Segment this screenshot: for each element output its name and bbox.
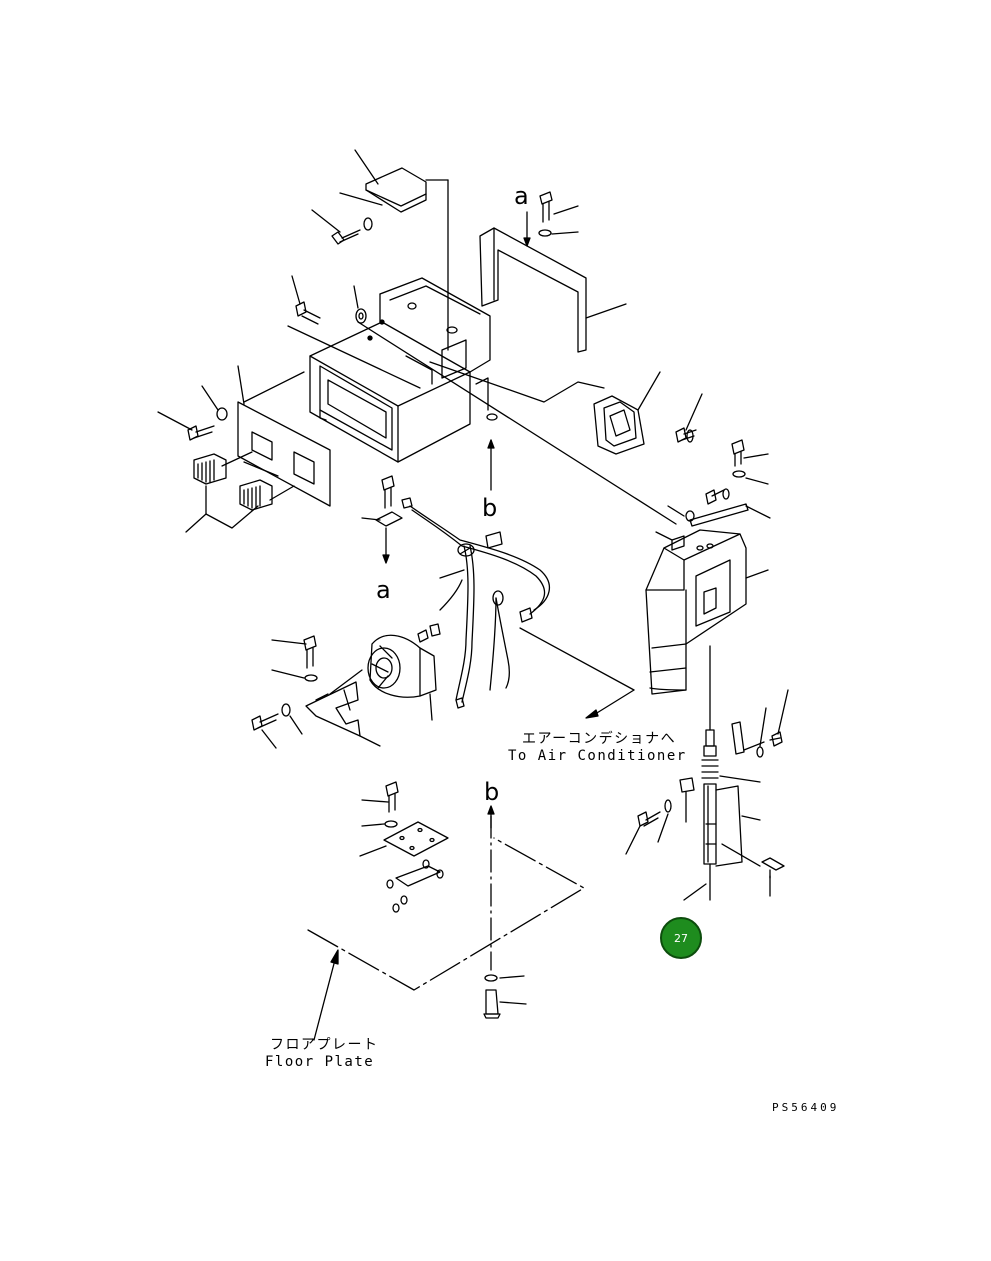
- bolt-motor-2: [251, 703, 303, 749]
- part-callout-27[interactable]: 27: [660, 917, 702, 959]
- main-housing: [309, 277, 498, 463]
- view-marker-a-top: a: [514, 182, 529, 210]
- vent-leaders: [185, 485, 259, 533]
- drawing-code: PS56409: [772, 1101, 840, 1114]
- small-duct: [593, 371, 661, 455]
- floor-plate-note-en: Floor Plate: [265, 1054, 375, 1070]
- view-marker-b-low: b: [484, 778, 500, 806]
- bolt-panel: [157, 385, 228, 441]
- motor-bracket: [305, 669, 381, 747]
- bolt-motor-1: [271, 635, 318, 682]
- nut-housing: [353, 285, 367, 324]
- arrow-a-top: [523, 211, 531, 247]
- floor-plate-outline: [307, 837, 585, 991]
- floor-spacer: [386, 859, 444, 913]
- long-leader-lines: [287, 321, 677, 525]
- arrow-b-low: [487, 805, 495, 829]
- large-duct: [645, 529, 769, 695]
- cable-clips: [679, 689, 789, 823]
- vent-grille-2: [239, 479, 273, 511]
- arrow-b-mid: [487, 439, 495, 491]
- bolt-cable-left: [625, 799, 672, 855]
- floor-plate-arrow: [313, 949, 339, 1041]
- bolt-right-upper: [731, 439, 769, 485]
- bolt-top-left: [311, 209, 373, 245]
- floor-plate-bolt-upper: [361, 781, 399, 828]
- bolt-cover: [538, 191, 579, 237]
- view-marker-a-mid: a: [376, 576, 391, 604]
- view-marker-b-mid: b: [482, 494, 498, 522]
- bolt-housing-1: [291, 275, 321, 325]
- vent-grille-1: [193, 453, 227, 485]
- air-conditioner-note-jp: エアーコンデショナへ: [522, 731, 677, 747]
- control-cable: [683, 645, 761, 901]
- cover-plate: [479, 227, 627, 353]
- wire-harness: [401, 497, 635, 719]
- left-panel: [221, 365, 331, 507]
- bolt-duct: [675, 393, 703, 443]
- floor-plate-bolt-lower: [483, 974, 527, 1019]
- floor-plate-note-jp: フロアプレート: [270, 1037, 379, 1053]
- blower-motor: [367, 634, 437, 721]
- arrow-a-mid: [382, 527, 390, 564]
- harness-bolt: [361, 475, 403, 527]
- bolt-cable-right: [761, 857, 785, 897]
- floor-cover-plate: [359, 821, 449, 857]
- part-callout-number: 27: [674, 931, 688, 945]
- duct-clips: [655, 488, 771, 551]
- air-conditioner-note-en: To Air Conditioner: [508, 748, 687, 764]
- top-bracket: [339, 149, 449, 351]
